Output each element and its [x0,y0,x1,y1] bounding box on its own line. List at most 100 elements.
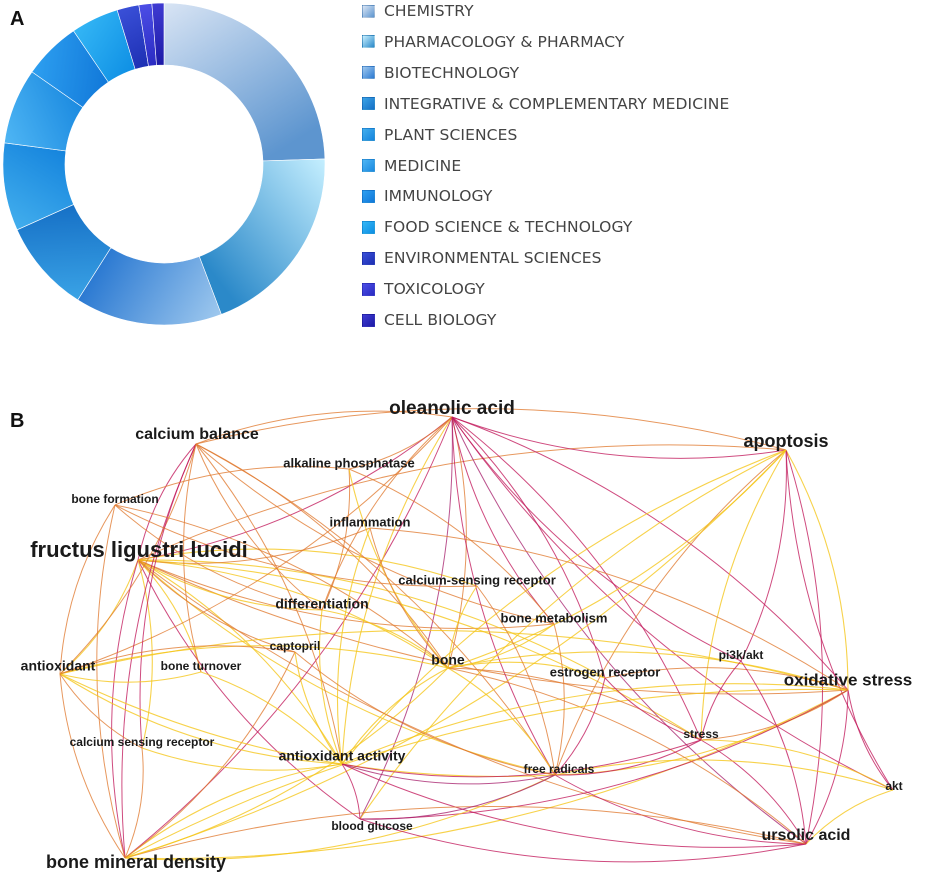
network-edge [294,651,343,765]
network-edge [137,559,807,845]
panel-label-a: A [10,8,25,30]
network-edge [195,443,323,611]
network-node-label: oxidative stress [784,670,913,689]
network-edge [554,739,702,776]
network-edge [348,416,453,470]
legend-swatch [362,66,375,80]
network-node-label: alkaline phosphatase [283,455,415,470]
network-edge [137,559,702,741]
network-edge [59,645,296,675]
network-edge [359,774,556,820]
network-edge [341,667,449,765]
donut-slice-chemistry [163,2,326,162]
network-edge [341,763,807,848]
legend-label: CELL BIOLOGY [384,311,497,329]
network-edge [700,660,742,741]
legend-swatch [362,97,375,111]
network-edge [114,504,478,587]
network-edge [604,677,702,741]
network-edge [348,468,555,625]
legend-swatch [362,220,375,234]
donut-slice-cell-biology [151,2,165,66]
legend-item: IMMUNOLOGY [362,186,492,206]
network-edge [96,504,126,859]
network-edge [451,416,787,459]
legend-item: TOXICOLOGY [362,279,485,299]
legend-label: CHEMISTRY [384,2,474,20]
network-edge [137,559,849,695]
network-edge [359,416,453,820]
network-edge [124,689,849,860]
network-edge [451,416,556,776]
network-edge [805,689,849,845]
network-edge [321,416,453,611]
network-edge [195,408,787,451]
network-edge [200,671,343,765]
network-node-label: fructus ligustri lucidi [30,537,248,562]
network-edge [195,443,343,765]
network-edge [447,667,556,776]
legend-item: CELL BIOLOGY [362,310,496,330]
network-edge [137,559,606,679]
network-edge [369,527,449,669]
network-edge [137,559,361,820]
network-edge [359,449,787,820]
network-edge [124,449,787,859]
network-edge [451,416,849,691]
network-edge [137,559,449,669]
network-node-label: akt [885,779,902,793]
network-node-label: blood glucose [331,819,413,833]
network-node-label: estrogen receptor [550,664,661,679]
legend-item: CHEMISTRY [362,1,474,21]
network-edge [700,739,807,845]
network-edge [700,449,787,741]
legend-item: PHARMACOLOGY & PHARMACY [362,32,624,52]
network-edge [59,416,453,675]
network-edge [785,449,849,691]
legend-label: BIOTECHNOLOGY [384,63,520,82]
network-edge [341,449,787,765]
network-edge [59,671,202,683]
network-node-label: apoptosis [743,431,828,451]
network-edge [318,609,343,765]
legend-label: MEDICINE [384,156,462,175]
network-edge [195,410,453,445]
legend-item: ENVIRONMENTAL SCIENCES [362,248,602,268]
network-edge [447,667,702,741]
legend-label: IMMUNOLOGY [384,187,493,206]
network-edge [553,623,565,776]
legend-swatch [362,282,375,296]
network-edge [447,585,478,669]
network-edge [341,739,702,778]
network-node-label: bone metabolism [501,610,608,625]
network-edge [59,673,126,859]
legend-swatch [362,189,375,203]
network-edge [805,789,894,845]
network-edge [59,673,556,777]
network-edge [124,651,296,859]
network-node-label: antioxidant activity [279,748,406,764]
legend-swatch [362,159,375,172]
network-edge [183,443,202,673]
network-edge [321,468,351,611]
network-edge [124,747,144,859]
network-edge [785,449,894,791]
network-edge [59,504,116,675]
legend-item: BIOTECHNOLOGY [362,63,519,83]
network-edge [447,651,849,691]
legend-swatch [362,128,375,142]
network-edge [114,504,323,611]
network-edge [369,527,849,691]
legend-swatch [362,35,375,49]
network-edge [341,683,849,765]
network-edge [59,645,449,675]
network-edge [111,559,139,859]
network-edge [447,623,555,669]
network-edge [447,416,467,669]
legend-item: MEDICINE [362,156,461,176]
legend-item: INTEGRATIVE & COMPLEMENTARY MEDICINE [362,94,729,114]
network-edge [447,449,787,669]
network-node-label: bone turnover [161,659,242,673]
network-node-label: oleanolic acid [389,398,515,419]
